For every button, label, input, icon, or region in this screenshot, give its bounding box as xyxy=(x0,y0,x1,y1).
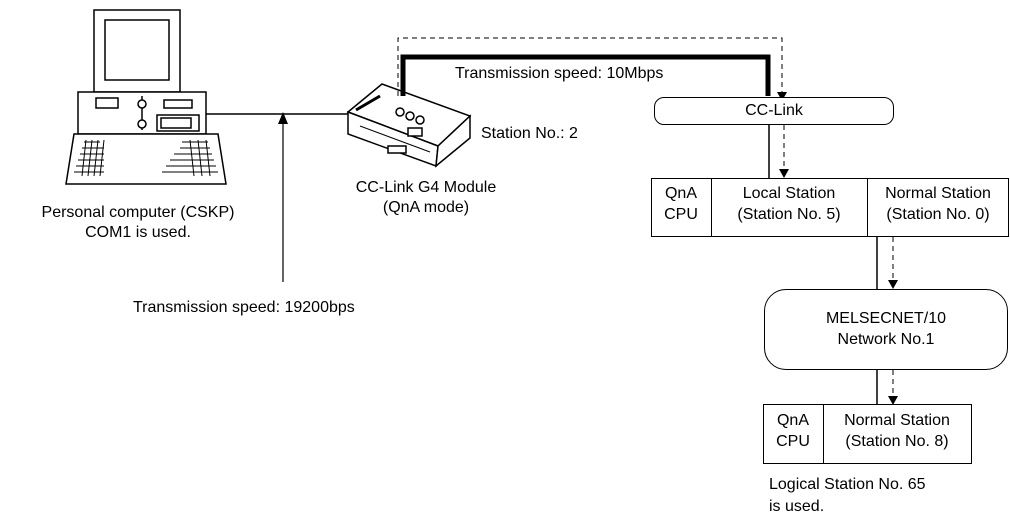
qna-station-2-normal-line1: Normal Station xyxy=(844,412,950,429)
qna-station-1-cpu-line2: CPU xyxy=(664,206,698,223)
logical-station-note: Logical Station No. 65 is used. xyxy=(769,474,926,518)
qna-station-1-normal-line1: Normal Station xyxy=(885,185,991,202)
pc-label-line2: COM1 is used. xyxy=(85,224,191,241)
qna-station-1-cpu-line1: QnA xyxy=(664,185,697,202)
cclink-node: CC-Link xyxy=(654,97,894,125)
melsecnet-label-line1: MELSECNET/10 xyxy=(825,310,947,327)
g4-module-icon xyxy=(346,83,472,168)
qna-station-1-local-line2: (Station No. 5) xyxy=(737,206,841,223)
g4-module-label-line1: CC-Link G4 Module xyxy=(355,179,497,196)
pc-label: Personal computer (CSKP) COM1 is used. xyxy=(2,203,274,243)
personal-computer-icon xyxy=(65,9,227,185)
qna-station-2-cpu-line2: CPU xyxy=(776,433,810,450)
qna-station-2-normal-line2: (Station No. 8) xyxy=(845,433,949,450)
cclink-node-label: CC-Link xyxy=(745,102,803,119)
serial-speed-label: Transmission speed: 19200bps xyxy=(133,299,355,316)
cclink-speed-label: Transmission speed: 10Mbps xyxy=(455,65,664,82)
qna-station-2-cpu-line1: QnA xyxy=(776,412,809,429)
melsecnet-node: MELSECNET/10 Network No.1 xyxy=(764,289,1008,370)
qna-station-1: QnA CPU Local Station (Station No. 5) No… xyxy=(651,178,1009,237)
g4-module-label: CC-Link G4 Module (QnA mode) xyxy=(320,178,532,218)
cclink-dashed-path xyxy=(397,37,783,96)
melsecnet-label-line2: Network No.1 xyxy=(837,331,935,348)
qna-station-1-local-line1: Local Station xyxy=(742,185,836,202)
g4-module-label-line2: (QnA mode) xyxy=(382,199,470,216)
qna-station-1-normal-line2: (Station No. 0) xyxy=(886,206,990,223)
logical-station-note-line1: Logical Station No. 65 xyxy=(769,476,926,493)
g4-station-label: Station No.: 2 xyxy=(481,125,578,142)
cclink-bus-line xyxy=(400,54,771,96)
logical-station-note-line2: is used. xyxy=(769,498,825,515)
qna-station-2: QnA CPU Normal Station (Station No. 8) xyxy=(763,404,972,464)
pc-label-line1: Personal computer (CSKP) xyxy=(41,204,235,221)
